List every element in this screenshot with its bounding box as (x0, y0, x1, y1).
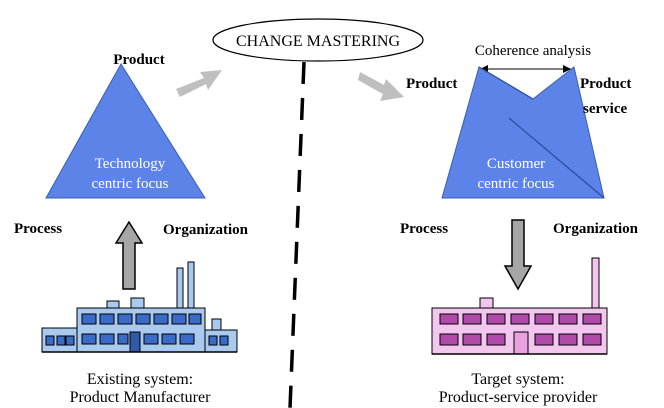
left-product-label: Product (113, 52, 164, 68)
left-system-line2: Product Manufacturer (70, 389, 212, 406)
left-process-label: Process (14, 221, 62, 237)
right-focus-line1: Customer (487, 156, 545, 172)
left-system-line1: Existing system: (87, 371, 193, 388)
right-organization-label: Organization (553, 221, 639, 237)
right-system-line2: Product-service provider (439, 389, 598, 406)
coherence-arrow-right-icon (563, 65, 571, 73)
right-focus-line2: centric focus (477, 176, 554, 192)
left-triangle (45, 63, 206, 199)
right-system-line1: Target system: (471, 371, 564, 388)
right-process-label: Process (400, 221, 448, 237)
title-text: CHANGE MASTERING (236, 33, 400, 50)
left-organization-label: Organization (163, 222, 249, 238)
right-product-service-line1: Product (580, 76, 631, 92)
title-ellipse: CHANGE MASTERING (212, 18, 424, 62)
coherence-label: Coherence analysis (475, 43, 591, 59)
target-factory-icon (431, 257, 608, 355)
dashed-divider (288, 61, 306, 408)
right-peak-edge-left (478, 66, 534, 100)
arrow-to-change-icon (176, 70, 222, 97)
right-peak-edge-right (508, 117, 605, 199)
arrow-from-change-icon (358, 72, 404, 101)
existing-factory-icon (41, 261, 238, 353)
left-focus-line1: Technology (95, 156, 166, 172)
right-product-label: Product (406, 76, 457, 92)
up-arrow-icon (114, 220, 144, 290)
down-arrow-icon (503, 219, 533, 291)
right-product-service-line2: service (583, 101, 627, 117)
left-focus-line2: centric focus (91, 176, 168, 192)
